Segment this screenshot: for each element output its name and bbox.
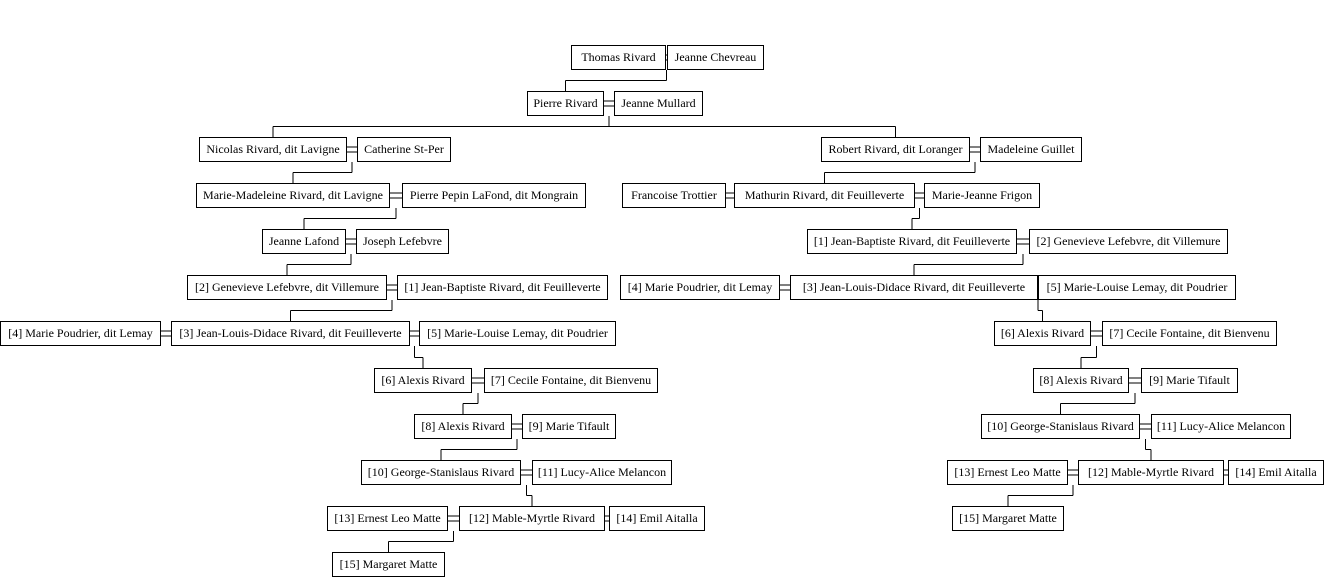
person-box-francoise-trottier: Francoise Trottier — [622, 183, 726, 208]
person-box-jeanne-mullard: Jeanne Mullard — [614, 91, 703, 116]
person-box-7-cecile-fontaine-dit-bienvenu: [7] Cecile Fontaine, dit Bienvenu — [1102, 321, 1277, 346]
person-box-jeanne-lafond: Jeanne Lafond — [262, 229, 346, 254]
person-box-3-jean-louis-didace-rivard-dit-feuilleverte: [3] Jean-Louis-Didace Rivard, dit Feuill… — [171, 321, 410, 346]
person-box-3-jean-louis-didace-rivard-dit-feuilleverte: [3] Jean-Louis-Didace Rivard, dit Feuill… — [790, 275, 1038, 300]
person-box-13-ernest-leo-matte: [13] Ernest Leo Matte — [327, 506, 448, 531]
person-box-10-george-stanislaus-rivard: [10] George-Stanislaus Rivard — [981, 414, 1140, 439]
person-box-pierre-pepin-lafond-dit-mongrain: Pierre Pepin LaFond, dit Mongrain — [402, 183, 586, 208]
person-box-pierre-rivard: Pierre Rivard — [527, 91, 604, 116]
person-box-1-jean-baptiste-rivard-dit-feuilleverte: [1] Jean-Baptiste Rivard, dit Feuillever… — [397, 275, 608, 300]
person-box-nicolas-rivard-dit-lavigne: Nicolas Rivard, dit Lavigne — [199, 137, 347, 162]
person-box-9-marie-tifault: [9] Marie Tifault — [1141, 368, 1238, 393]
person-box-thomas-rivard: Thomas Rivard — [571, 45, 666, 70]
person-box-12-mable-myrtle-rivard: [12] Mable-Myrtle Rivard — [1078, 460, 1224, 485]
person-box-catherine-st-per: Catherine St-Per — [357, 137, 451, 162]
person-box-10-george-stanislaus-rivard: [10] George-Stanislaus Rivard — [361, 460, 521, 485]
person-box-6-alexis-rivard: [6] Alexis Rivard — [374, 368, 472, 393]
person-box-11-lucy-alice-melancon: [11] Lucy-Alice Melancon — [1151, 414, 1291, 439]
person-box-6-alexis-rivard: [6] Alexis Rivard — [994, 321, 1091, 346]
person-box-8-alexis-rivard: [8] Alexis Rivard — [414, 414, 512, 439]
person-box-5-marie-louise-lemay-dit-poudrier: [5] Marie-Louise Lemay, dit Poudrier — [1038, 275, 1236, 300]
person-box-12-mable-myrtle-rivard: [12] Mable-Myrtle Rivard — [459, 506, 605, 531]
person-box-11-lucy-alice-melancon: [11] Lucy-Alice Melancon — [532, 460, 672, 485]
person-box-5-marie-louise-lemay-dit-poudrier: [5] Marie-Louise Lemay, dit Poudrier — [419, 321, 616, 346]
person-box-marie-jeanne-frigon: Marie-Jeanne Frigon — [924, 183, 1040, 208]
person-box-14-emil-aitalla: [14] Emil Aitalla — [1228, 460, 1324, 485]
person-box-14-emil-aitalla: [14] Emil Aitalla — [609, 506, 705, 531]
person-box-1-jean-baptiste-rivard-dit-feuilleverte: [1] Jean-Baptiste Rivard, dit Feuillever… — [807, 229, 1017, 254]
person-box-9-marie-tifault: [9] Marie Tifault — [522, 414, 616, 439]
person-box-jeanne-chevreau: Jeanne Chevreau — [667, 45, 764, 70]
person-box-joseph-lefebvre: Joseph Lefebvre — [356, 229, 449, 254]
person-box-madeleine-guillet: Madeleine Guillet — [980, 137, 1082, 162]
person-box-8-alexis-rivard: [8] Alexis Rivard — [1033, 368, 1129, 393]
person-box-13-ernest-leo-matte: [13] Ernest Leo Matte — [947, 460, 1068, 485]
person-box-mathurin-rivard-dit-feuilleverte: Mathurin Rivard, dit Feuilleverte — [734, 183, 915, 208]
person-box-15-margaret-matte: [15] Margaret Matte — [332, 552, 445, 577]
person-box-robert-rivard-dit-loranger: Robert Rivard, dit Loranger — [821, 137, 970, 162]
person-box-15-margaret-matte: [15] Margaret Matte — [952, 506, 1064, 531]
person-box-2-genevieve-lefebvre-dit-villemure: [2] Genevieve Lefebvre, dit Villemure — [187, 275, 387, 300]
person-box-7-cecile-fontaine-dit-bienvenu: [7] Cecile Fontaine, dit Bienvenu — [484, 368, 658, 393]
person-box-4-marie-poudrier-dit-lemay: [4] Marie Poudrier, dit Lemay — [620, 275, 780, 300]
person-box-2-genevieve-lefebvre-dit-villemure: [2] Genevieve Lefebvre, dit Villemure — [1029, 229, 1228, 254]
person-box-4-marie-poudrier-dit-lemay: [4] Marie Poudrier, dit Lemay — [0, 321, 161, 346]
person-box-marie-madeleine-rivard-dit-lavigne: Marie-Madeleine Rivard, dit Lavigne — [196, 183, 390, 208]
